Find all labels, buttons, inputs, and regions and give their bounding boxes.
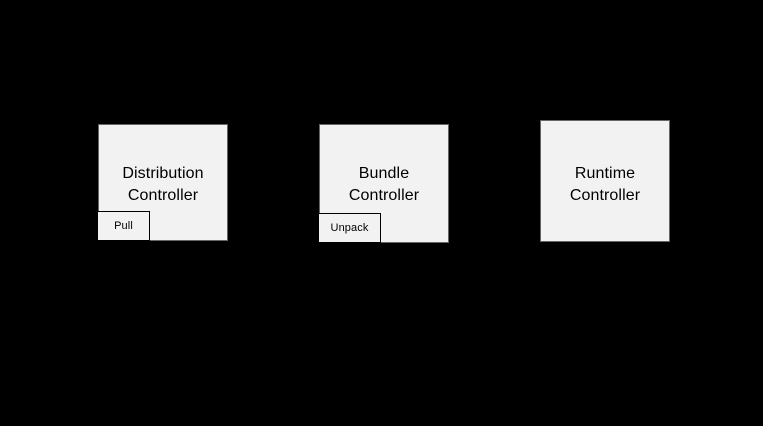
node-runtime-controller[interactable]: Runtime Controller [540,120,670,242]
sub-node-label-pull: Pull [114,219,133,232]
node-label-distribution-controller: Distribution Controller [122,165,204,204]
node-label-bundle-controller: Bundle Controller [348,165,420,204]
node-label-runtime-controller: Runtime Controller [569,165,641,204]
sub-node-pull[interactable]: Pull [97,211,150,241]
sub-node-label-unpack: Unpack [330,221,369,234]
sub-node-unpack[interactable]: Unpack [318,213,381,243]
